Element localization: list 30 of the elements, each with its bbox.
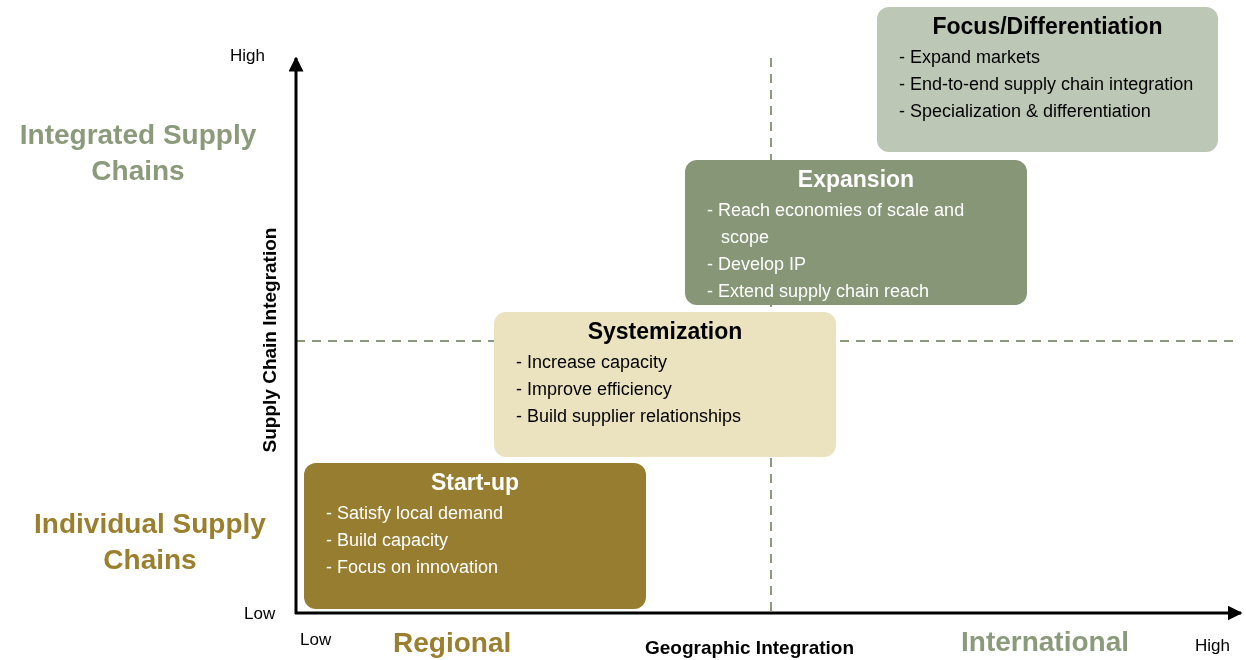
bullet-item: - End-to-end supply chain integration bbox=[899, 73, 1195, 96]
bullet-item: - Expand markets bbox=[899, 46, 1042, 69]
bullet-item: - Reach economies of scale and scope bbox=[707, 199, 966, 249]
axis-value-label: Low bbox=[300, 630, 332, 650]
stage-box bbox=[685, 160, 1027, 305]
bullet-item: - Focus on innovation bbox=[326, 556, 500, 579]
bullet-item: - Build capacity bbox=[326, 529, 450, 552]
axis-value-label: Low bbox=[244, 604, 276, 624]
stage-box bbox=[494, 312, 836, 457]
bullet-item: - Satisfy local demand bbox=[326, 502, 505, 525]
stage-title: Systemization bbox=[586, 318, 744, 345]
bullet-item: - Specialization & differentiation bbox=[899, 100, 1152, 123]
bullet-item: - Develop IP bbox=[707, 253, 808, 276]
category-label: International bbox=[961, 626, 1129, 658]
stage-title: Start-up bbox=[429, 469, 521, 496]
bullet-item: - Build supplier relationships bbox=[516, 405, 743, 428]
bullet-item: - Extend supply chain reach bbox=[707, 280, 931, 303]
axis-title: Supply Chain Integration bbox=[259, 227, 281, 453]
category-label: Individual Supply Chains bbox=[33, 507, 267, 577]
stage-box bbox=[877, 7, 1218, 152]
stage-title: Expansion bbox=[796, 166, 916, 193]
bullet-item: - Increase capacity bbox=[516, 351, 669, 374]
axis-title: Geographic Integration bbox=[645, 637, 855, 659]
stage-box bbox=[304, 463, 646, 609]
bullet-item: - Improve efficiency bbox=[516, 378, 673, 401]
stage-title: Focus/Differentiation bbox=[931, 13, 1164, 40]
axis-value-label: High bbox=[1195, 636, 1230, 656]
axis-value-label: High bbox=[230, 46, 265, 66]
category-label: Integrated Supply Chains bbox=[18, 118, 258, 188]
category-label: Regional bbox=[393, 627, 512, 659]
